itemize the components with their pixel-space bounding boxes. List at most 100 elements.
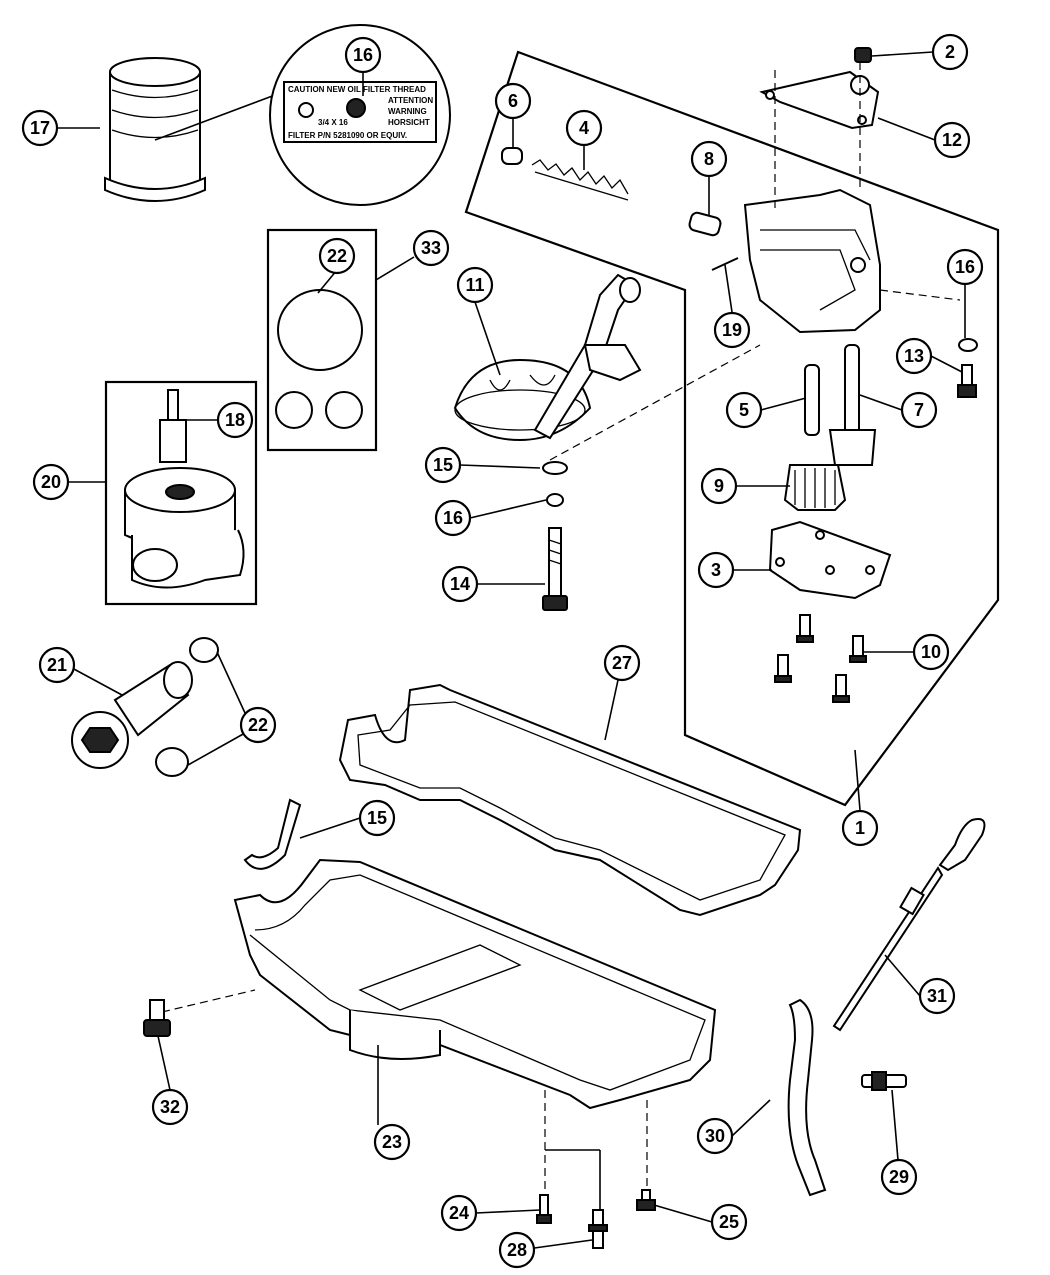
callout-3: 3 (697, 551, 735, 589)
callout-13-label: 13 (904, 346, 924, 366)
callout-18: 18 (216, 401, 254, 439)
pump-cover (768, 520, 892, 600)
callout-12: 12 (933, 121, 971, 159)
callout-29-label: 29 (889, 1167, 909, 1187)
spring-retainer (501, 147, 523, 165)
callout-11: 11 (456, 266, 494, 304)
callout-16-pickup: 16 (434, 499, 472, 537)
callout-8: 8 (690, 140, 728, 178)
callout-24-label: 24 (449, 1203, 469, 1223)
callout-9-label: 9 (714, 476, 724, 496)
pan-stud-28 (588, 1209, 608, 1249)
callout-27: 27 (603, 644, 641, 682)
callout-21: 21 (38, 646, 76, 684)
oil-filter (104, 57, 206, 202)
pump-plug (854, 47, 872, 63)
callout-9: 9 (700, 467, 738, 505)
callout-1-label: 1 (855, 818, 865, 838)
callout-22-fitting: 22 (239, 706, 277, 744)
callout-25-label: 25 (719, 1212, 739, 1232)
filter-label-line5: FILTER P/N 5281090 OR EQUIV. (288, 131, 407, 140)
callout-6: 6 (494, 82, 532, 120)
callout-7-label: 7 (914, 400, 924, 420)
fitting-seal-upper (189, 637, 219, 663)
callout-19: 19 (713, 311, 751, 349)
callout-3-label: 3 (711, 560, 721, 580)
relief-valve-plunger (688, 211, 722, 237)
callout-11-label: 11 (465, 275, 484, 295)
callout-15-clip-label: 15 (367, 808, 387, 828)
callout-30-label: 30 (705, 1126, 725, 1146)
oil-filter-label-detail: CAUTION NEW OIL FILTER THREAD ATTENTION … (269, 24, 451, 206)
pan-bolt-24 (536, 1194, 552, 1224)
seal-kit-box (266, 228, 378, 452)
callout-4-label: 4 (579, 118, 589, 138)
callout-16-filter: 16 (344, 36, 382, 74)
callout-16-pickup-label: 16 (443, 508, 463, 528)
fitting-seal-lower (155, 747, 189, 777)
callout-7: 7 (900, 391, 938, 429)
oil-pump-assembly-frame (464, 50, 1000, 807)
oil-pan (161, 858, 717, 1110)
pump-cover-bolts (774, 614, 867, 703)
pump-washer (958, 338, 978, 352)
pickup-washer-16 (546, 493, 564, 507)
pump-shaft-5 (804, 364, 820, 436)
callout-18-label: 18 (225, 410, 245, 430)
callout-27-label: 27 (612, 653, 632, 673)
filter-label-line4: HORSICHT (388, 118, 430, 127)
callout-17-label: 17 (30, 118, 50, 138)
pan-bolt-25 (636, 1189, 656, 1211)
pan-clip (243, 798, 302, 870)
callout-21-label: 21 (47, 655, 67, 675)
callout-32: 32 (151, 1088, 189, 1126)
callout-25: 25 (710, 1203, 748, 1241)
callout-8-label: 8 (704, 149, 714, 169)
callout-16-filter-label: 16 (353, 45, 373, 65)
callout-4: 4 (565, 109, 603, 147)
callout-29: 29 (880, 1158, 918, 1196)
callout-5-label: 5 (739, 400, 749, 420)
pump-shaft-7 (844, 344, 860, 441)
drain-plug (143, 999, 171, 1037)
callout-12-label: 12 (942, 130, 962, 150)
pickup-washer-15 (542, 461, 568, 475)
callout-30: 30 (696, 1117, 734, 1155)
callout-1: 1 (841, 809, 879, 847)
callout-19-label: 19 (722, 320, 742, 340)
callout-15-clip: 15 (358, 799, 396, 837)
callout-10: 10 (912, 633, 950, 671)
callout-14: 14 (441, 565, 479, 603)
callout-14-label: 14 (450, 574, 470, 594)
filter-adapter-box (104, 380, 258, 606)
callout-24: 24 (440, 1194, 478, 1232)
callout-17: 17 (21, 109, 59, 147)
callout-33-label: 33 (421, 238, 441, 258)
callout-5: 5 (725, 391, 763, 429)
oil-cooler-fitting (71, 661, 193, 769)
callout-13: 13 (895, 337, 933, 375)
callout-15-pickup-label: 15 (433, 455, 453, 475)
dipstick (832, 818, 986, 1032)
oil-pan-gasket (338, 683, 802, 917)
callout-6-label: 6 (508, 91, 518, 111)
pump-rotor (783, 464, 847, 511)
callout-20: 20 (32, 463, 70, 501)
callout-16-pump: 16 (946, 248, 984, 286)
filter-label-size: 3/4 X 16 (318, 118, 348, 127)
callout-23: 23 (373, 1123, 411, 1161)
seal-kit-seals (275, 289, 363, 429)
callout-28-label: 28 (507, 1240, 527, 1260)
oil-pump-body (743, 188, 881, 334)
callout-22-seals: 22 (318, 237, 356, 275)
breather-fitting (861, 1071, 907, 1091)
callout-31-label: 31 (927, 986, 947, 1006)
callout-20-label: 20 (41, 472, 61, 492)
pickup-bolt (542, 527, 568, 611)
pump-cover-plate (759, 70, 880, 130)
dipstick-tube (787, 998, 827, 1197)
callout-10-label: 10 (921, 642, 941, 662)
filter-adapter (124, 389, 245, 589)
filter-label-line2: ATTENTION (388, 96, 433, 105)
